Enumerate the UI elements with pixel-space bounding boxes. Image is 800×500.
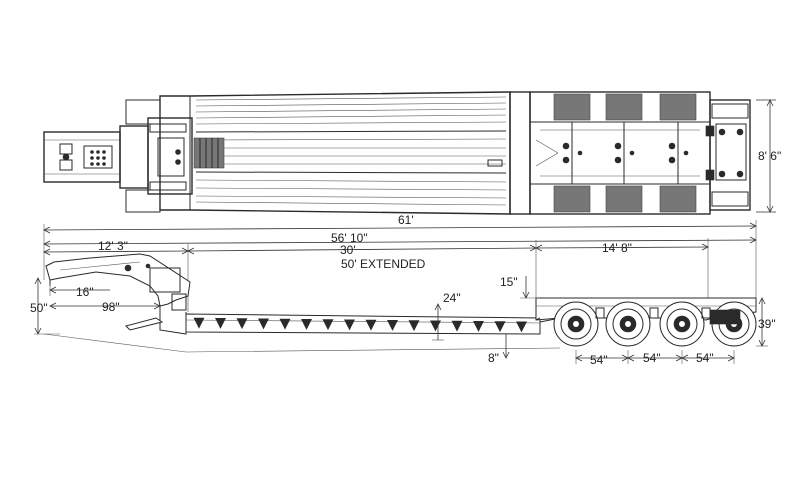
segment-dimension	[43, 238, 709, 312]
wheel-2	[605, 301, 651, 347]
deck-rib	[215, 317, 226, 329]
rear-deck-plan	[509, 91, 751, 215]
axle-spacing-1-label: 54"	[590, 353, 608, 367]
well-extended-label: 50' EXTENDED	[341, 257, 426, 271]
overall-length-label: 61'	[398, 213, 414, 227]
rear-deck-label: 14' 8"	[602, 241, 632, 255]
deck-rib	[451, 320, 463, 332]
deck-ribs	[193, 317, 527, 333]
deck-rib	[193, 317, 205, 329]
rear-deck-height-dimension	[520, 276, 540, 299]
deck-rib	[322, 319, 334, 331]
deck-height-label: 24"	[443, 291, 461, 305]
axle-spacing-2-label: 54"	[643, 351, 661, 365]
ground-line-front	[43, 333, 187, 353]
deck-rib	[365, 319, 377, 331]
deck-rib	[236, 318, 248, 330]
front-height-dimension	[34, 277, 60, 335]
swing-dimension	[49, 302, 161, 310]
deck-rib	[387, 319, 398, 331]
wheels	[553, 301, 757, 347]
plan-view	[43, 91, 751, 215]
front-height-label: 50"	[30, 301, 48, 315]
gooseneck-side	[45, 253, 191, 335]
deck-rib	[516, 321, 527, 333]
deck-rib	[473, 320, 484, 332]
gooseneck-plan	[43, 99, 193, 213]
wheel-3	[659, 301, 705, 347]
ground-line	[185, 347, 561, 353]
deck-length-dimension	[43, 236, 757, 248]
well-length-label: 30'	[340, 243, 356, 257]
deck-length-label: 56' 10"	[331, 231, 368, 245]
axle-spacing-3-label: 54"	[696, 351, 714, 365]
width-dimension	[756, 99, 776, 213]
ground-clearance-label: 8"	[488, 351, 499, 365]
deck-rib	[344, 319, 355, 331]
rear-height-label: 39"	[758, 317, 776, 331]
wheel-1	[553, 301, 599, 347]
deck-rib	[408, 320, 420, 332]
deck-rib	[301, 318, 312, 330]
deck-rib	[494, 321, 506, 333]
ground-clearance-dimension	[502, 334, 510, 359]
axle-spacing-dimension	[575, 350, 735, 364]
swing-label: 98"	[102, 300, 120, 314]
gooseneck-length-label: 12' 3"	[98, 239, 128, 253]
width-label: 8' 6"	[758, 149, 781, 163]
rear-deck-height-label: 15"	[500, 275, 518, 289]
deck-height-dimension	[432, 303, 444, 341]
kingpin-label: 16"	[76, 285, 94, 299]
deck-rib	[258, 318, 269, 330]
deck-rib	[279, 318, 291, 330]
deck-plan	[159, 91, 511, 215]
deck-side	[185, 313, 541, 335]
kingpin-dimension	[49, 284, 110, 296]
rear-height-dimension	[756, 297, 768, 347]
